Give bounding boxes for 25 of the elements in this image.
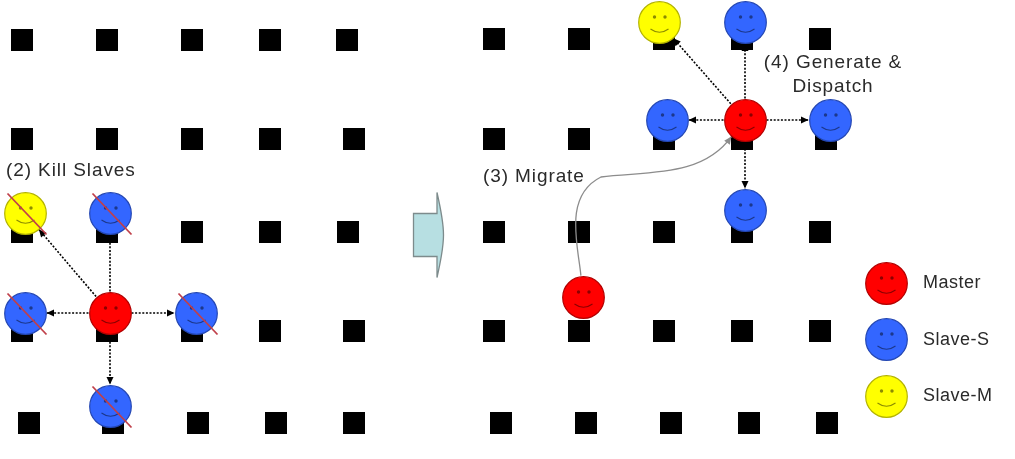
smiley-face-icon [808,98,852,142]
step-label: (2) Kill Slaves [6,158,136,182]
legend-label: Master [923,271,981,293]
step-label: (4) Generate & Dispatch [762,50,904,98]
smiley-face-icon [645,98,689,142]
dotted-arrow [687,116,725,124]
smiley-face-icon [561,275,605,319]
smiley-face-icon [723,0,767,44]
dotted-arrow [672,37,732,105]
legend-label: Slave-S [923,327,990,350]
crossed-out-smiley-face-icon [174,291,218,335]
crossed-out-smiley-face-icon [88,191,132,235]
crossed-out-smiley-face-icon [3,291,47,335]
crossed-out-smiley-face-icon [88,384,132,428]
smiley-face-icon [723,188,767,232]
legend-label: Slave-M [923,384,993,406]
dotted-arrow [45,309,90,317]
dotted-arrow [38,228,97,298]
smiley-face-icon [723,98,767,142]
curved-arrow [574,135,733,277]
dotted-arrow [130,309,176,317]
smiley-face-icon [637,0,681,44]
crossed-out-smiley-face-icon [3,191,47,235]
dotted-arrow [765,116,810,124]
smiley-face-icon [88,291,132,335]
